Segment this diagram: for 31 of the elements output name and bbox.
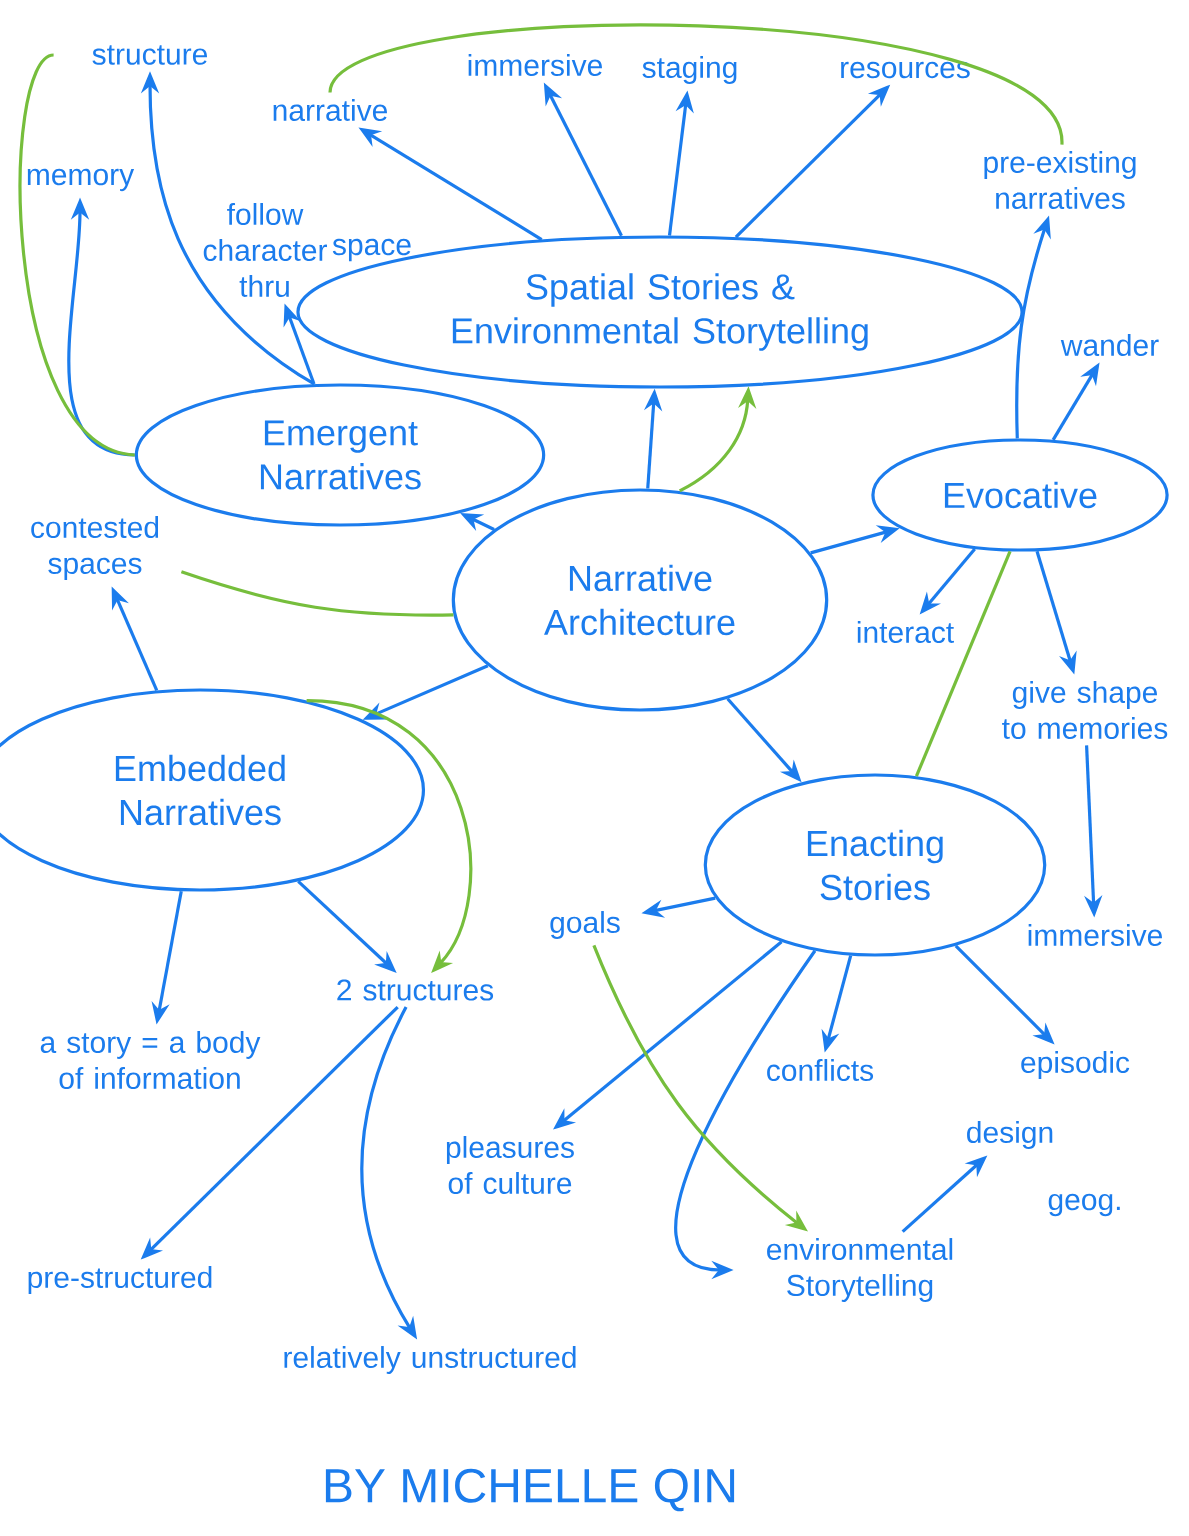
ellipse-node: Narrative Architecture (451, 488, 829, 712)
note-text: 2 structures (337, 979, 494, 1001)
note-text: structure (92, 45, 207, 65)
connector-line (18, 53, 136, 457)
note-text: interact (857, 621, 954, 643)
note-text: narrative (273, 99, 387, 121)
note-text: goals (550, 911, 620, 939)
note-text: pre-structured (28, 1266, 212, 1294)
note-text: environmental Storytelling (767, 1238, 953, 1302)
note-text: episodic (1021, 1051, 1130, 1079)
note-text: wander (1060, 334, 1159, 356)
note-text: resources (841, 61, 970, 79)
note-text: give shape to memories (1002, 681, 1168, 739)
note-text: pleasures of culture (446, 1136, 574, 1194)
note-text: relatively unstructured (284, 1346, 576, 1374)
note-text: design (967, 1121, 1053, 1149)
note-text: follow character thru (203, 203, 327, 297)
ellipse-node: Evocative (871, 438, 1169, 552)
note-text: staging (642, 56, 737, 84)
connector-line (328, 23, 1064, 146)
note-text: memory (27, 168, 135, 192)
note-text: a story = a body of information (40, 1031, 261, 1089)
note-text: pre-existing narratives (984, 151, 1136, 209)
note-text: conflicts (767, 1059, 874, 1081)
note-text: immersive (1028, 924, 1162, 946)
connector-line (180, 570, 454, 617)
signature-text: BY MICHELLE QIN (325, 1468, 735, 1512)
note-text: space (332, 238, 411, 262)
note-text: geog. (1048, 1193, 1120, 1217)
note-text: immersive (468, 54, 602, 76)
connector-line (914, 550, 1012, 777)
